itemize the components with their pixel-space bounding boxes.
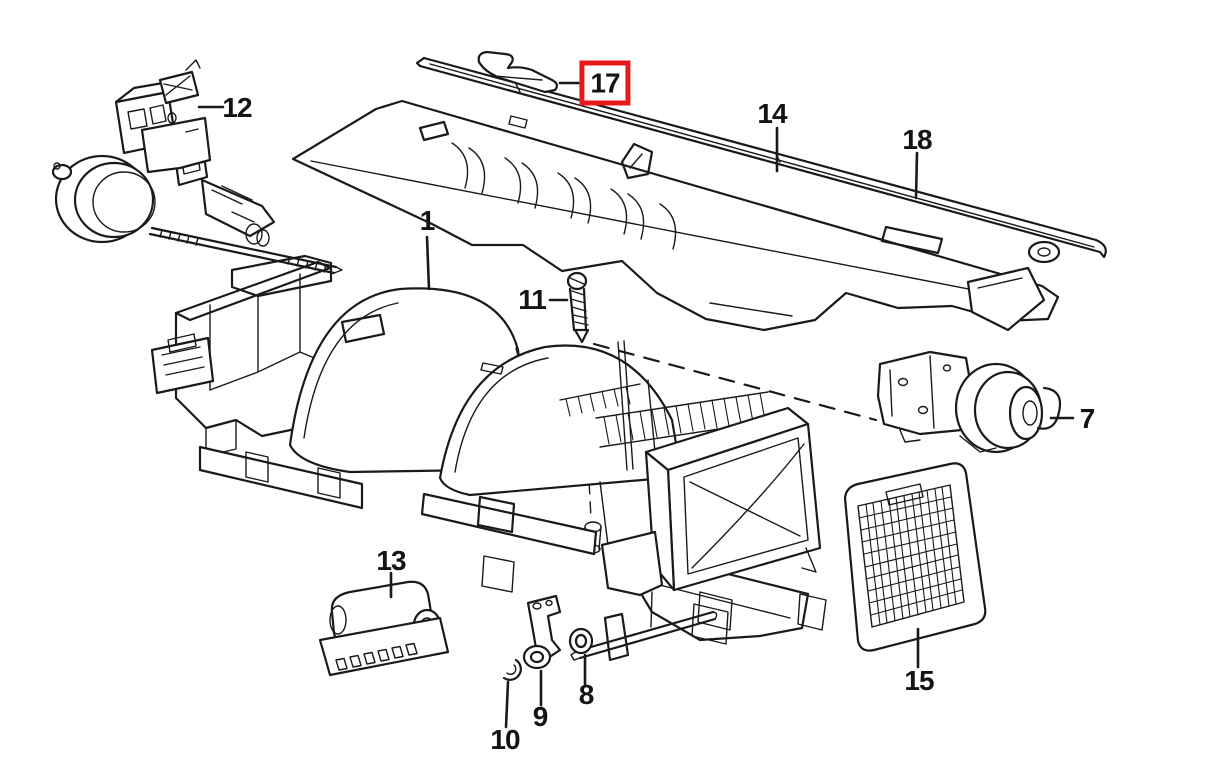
part-7-vacuum-actuator-right (876, 350, 1062, 454)
part-14-cowl-panel (291, 99, 1061, 332)
part-label-11[interactable]: 11 (518, 284, 547, 315)
part-15-grille (843, 462, 987, 652)
part-label-9[interactable]: 9 (532, 701, 549, 732)
duct-opening (644, 406, 827, 631)
leader-lines (197, 81, 1075, 729)
part-12-switch (114, 59, 212, 174)
part-label-8[interactable]: 8 (578, 679, 595, 710)
part-label-17[interactable]: 17 (579, 60, 631, 106)
part-label-1[interactable]: 1 (419, 205, 436, 236)
part-label-14[interactable]: 14 (757, 98, 787, 129)
part-label-10[interactable]: 10 (490, 724, 520, 755)
part-label-12[interactable]: 12 (222, 92, 252, 123)
part-label-13[interactable]: 13 (376, 545, 406, 576)
assembly-dash-line (592, 342, 878, 422)
part-label-7[interactable]: 7 (1079, 403, 1096, 434)
part-13-resistor (318, 580, 450, 677)
linkage-and-fasteners (502, 530, 718, 681)
part-label-15[interactable]: 15 (904, 665, 934, 696)
part-label-18[interactable]: 18 (902, 124, 932, 155)
part-17-cowl-clip (477, 50, 559, 94)
